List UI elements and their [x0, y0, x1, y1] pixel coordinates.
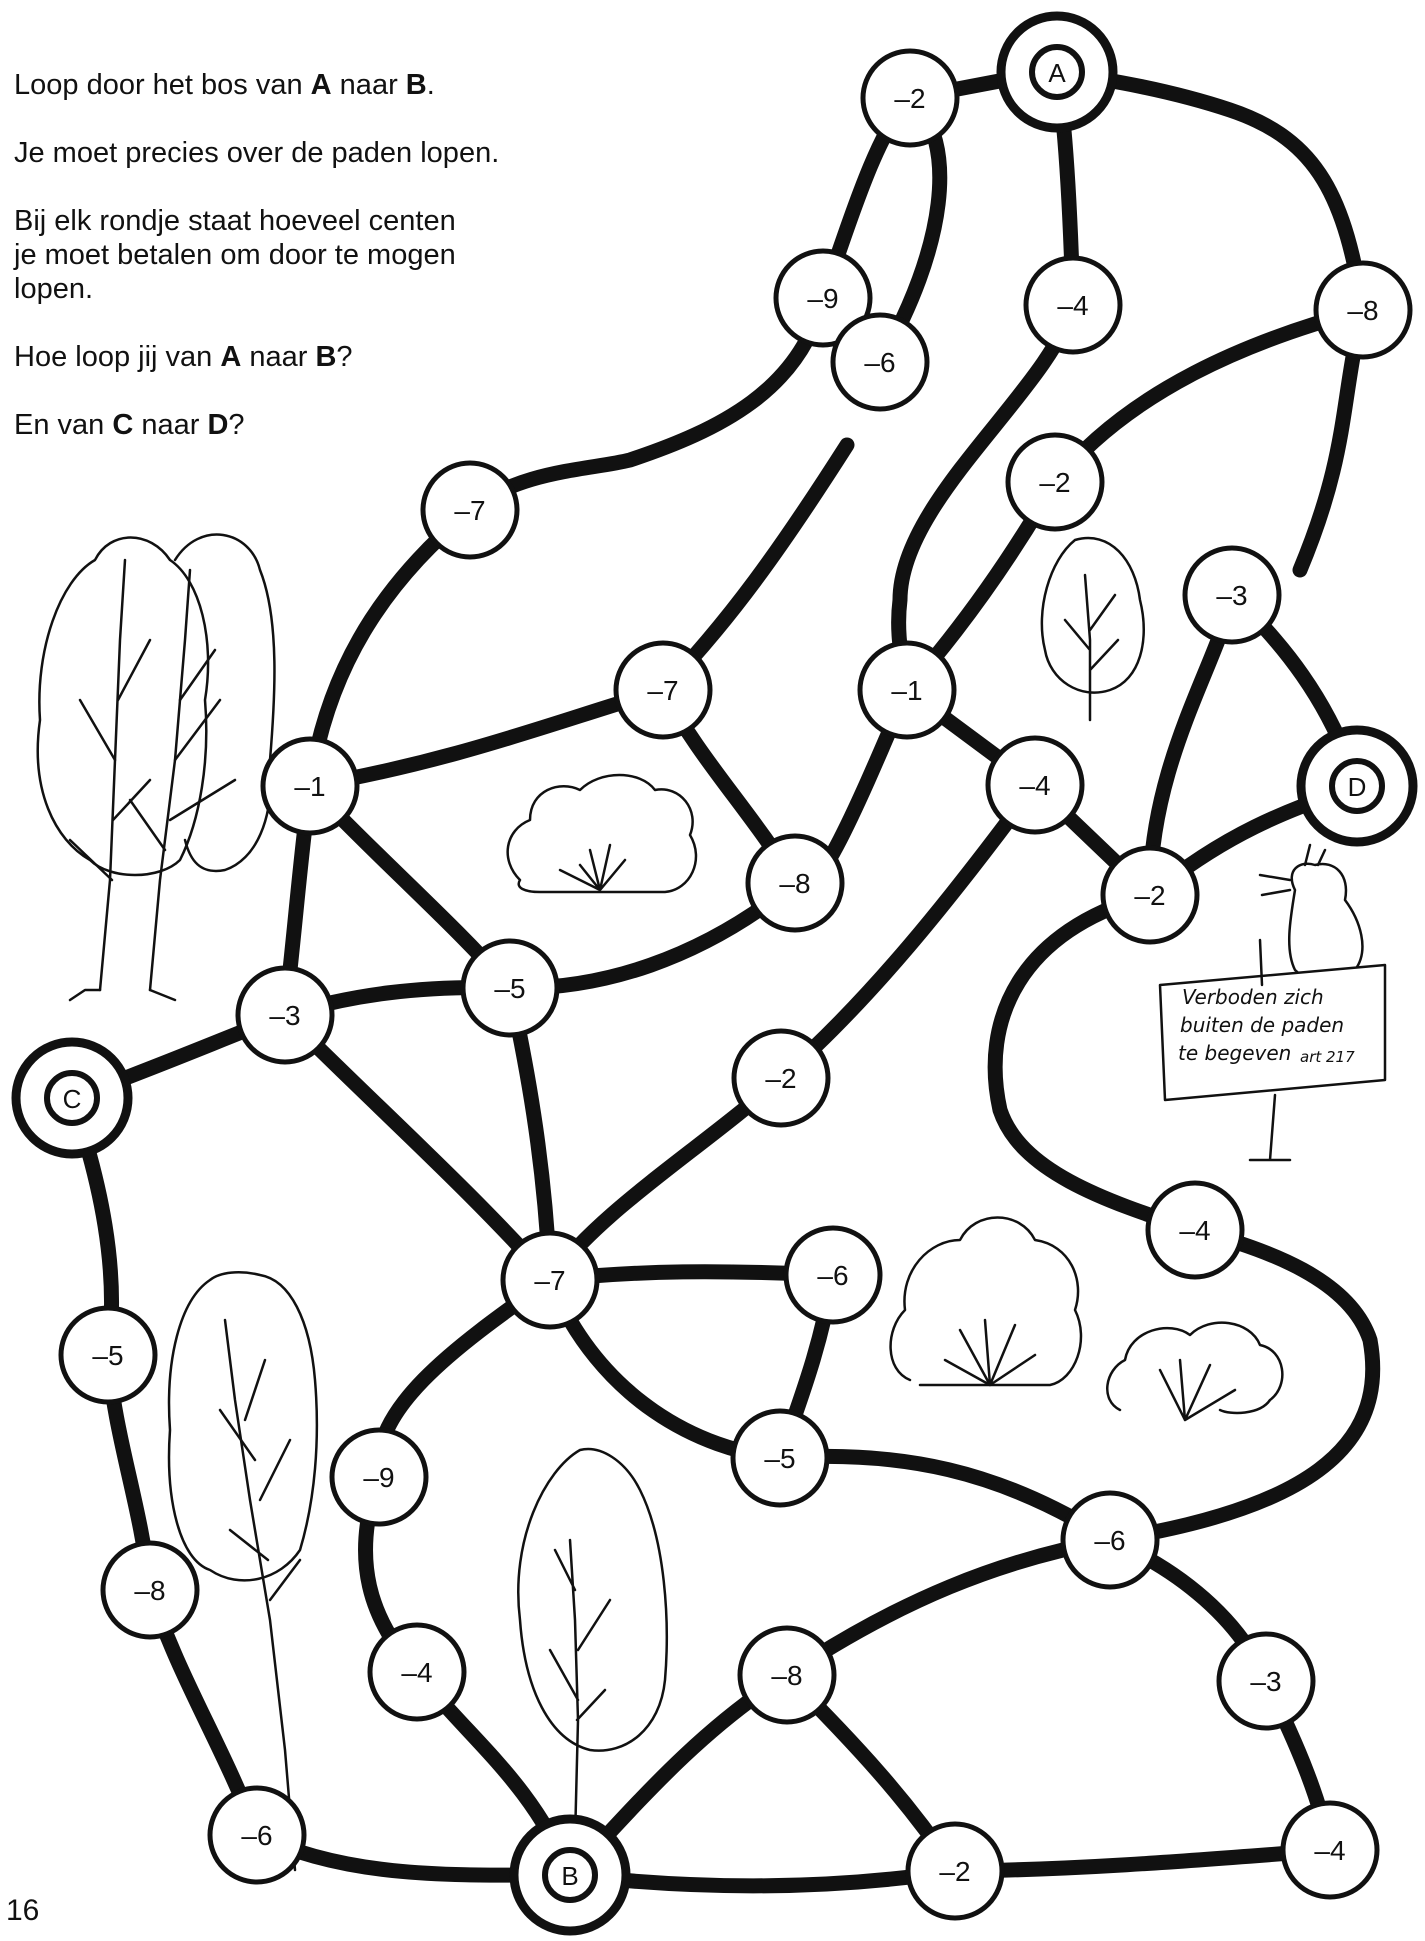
- node-label: A: [1048, 58, 1066, 88]
- path-segment: [285, 1015, 550, 1280]
- cost-node[interactable]: –2: [863, 51, 957, 145]
- instructions: Loop door het bos van A naar B. Je moet …: [14, 68, 574, 476]
- bush-icon: [508, 775, 696, 892]
- instruction-line-1: Loop door het bos van A naar B.: [14, 68, 574, 102]
- warning-sign: Verboden zich buiten de paden te begeven…: [1160, 940, 1385, 1160]
- node-label: –2: [939, 1856, 970, 1887]
- cost-node[interactable]: –3: [1185, 548, 1279, 642]
- cost-node[interactable]: –7: [503, 1233, 597, 1327]
- path-segment: [780, 1456, 1110, 1540]
- sign-line-1: Verboden zich: [1182, 985, 1324, 1009]
- node-label: –2: [1134, 880, 1165, 911]
- node-label: –3: [1250, 1666, 1281, 1697]
- node-label: –1: [891, 675, 922, 706]
- node-label: –9: [807, 283, 838, 314]
- node-label: B: [561, 1861, 578, 1891]
- cost-node[interactable]: –2: [908, 1824, 1002, 1918]
- node-label: –5: [92, 1340, 123, 1371]
- node-label: –4: [1057, 290, 1088, 321]
- cost-node[interactable]: –2: [1103, 848, 1197, 942]
- rabbit-icon: [1260, 845, 1362, 981]
- node-label: –7: [534, 1265, 565, 1296]
- instruction-line-4: Hoe loop jij van A naar B?: [14, 340, 574, 374]
- cost-node[interactable]: –5: [61, 1308, 155, 1402]
- node-label: –8: [1347, 295, 1378, 326]
- cost-node[interactable]: –5: [733, 1411, 827, 1505]
- cost-node[interactable]: –4: [988, 738, 1082, 832]
- sign-line-2: buiten de paden: [1180, 1013, 1344, 1037]
- cost-node[interactable]: –4: [1283, 1803, 1377, 1897]
- cost-node[interactable]: –4: [1148, 1183, 1242, 1277]
- node-label: –8: [779, 868, 810, 899]
- cost-node[interactable]: –6: [210, 1788, 304, 1882]
- endpoint-B[interactable]: B: [514, 1819, 626, 1931]
- instruction-line-5: En van C naar D?: [14, 408, 574, 442]
- node-label: –3: [1216, 580, 1247, 611]
- cost-node[interactable]: –5: [463, 941, 557, 1035]
- cost-node[interactable]: –8: [748, 836, 842, 930]
- instruction-line-2: Je moet precies over de paden lopen.: [14, 136, 574, 170]
- tree-small-icon: [1042, 538, 1144, 720]
- cost-node[interactable]: –6: [833, 315, 927, 409]
- cost-node[interactable]: –8: [1316, 263, 1410, 357]
- path-segment: [955, 1850, 1330, 1871]
- node-label: –6: [1094, 1525, 1125, 1556]
- cost-node[interactable]: –9: [332, 1430, 426, 1524]
- path-segment: [1110, 1230, 1373, 1540]
- instruction-line-3: Bij elk rondje staat hoeveel centen je m…: [14, 204, 574, 306]
- cost-node[interactable]: –1: [860, 643, 954, 737]
- node-label: –8: [771, 1660, 802, 1691]
- path-segment: [787, 1540, 1110, 1675]
- node-label: –1: [294, 771, 325, 802]
- cost-node[interactable]: –2: [734, 1031, 828, 1125]
- cost-node[interactable]: –1: [263, 739, 357, 833]
- cost-node[interactable]: –3: [1219, 1634, 1313, 1728]
- node-label: –6: [241, 1820, 272, 1851]
- cost-node[interactable]: –3: [238, 968, 332, 1062]
- page-number: 16: [6, 1894, 39, 1928]
- node-label: –6: [817, 1260, 848, 1291]
- sign-reference: art 217: [1300, 1048, 1355, 1066]
- node-label: –5: [494, 973, 525, 1004]
- node-label: –6: [864, 347, 895, 378]
- cost-node[interactable]: –4: [1026, 258, 1120, 352]
- node-label: –7: [647, 675, 678, 706]
- node-label: –4: [401, 1657, 432, 1688]
- node-label: –3: [269, 1000, 300, 1031]
- cost-node[interactable]: –4: [370, 1625, 464, 1719]
- node-label: –2: [1039, 467, 1070, 498]
- node-label: –4: [1019, 770, 1050, 801]
- cost-node[interactable]: –7: [423, 463, 517, 557]
- endpoint-C[interactable]: C: [16, 1042, 128, 1154]
- node-label: –9: [363, 1462, 394, 1493]
- node-label: –5: [764, 1443, 795, 1474]
- node-label: –4: [1179, 1215, 1210, 1246]
- cost-node[interactable]: –6: [786, 1228, 880, 1322]
- cost-node[interactable]: –6: [1063, 1493, 1157, 1587]
- node-label: –4: [1314, 1835, 1345, 1866]
- endpoint-D[interactable]: D: [1301, 730, 1413, 842]
- cost-node[interactable]: –7: [616, 643, 710, 737]
- node-label: –2: [894, 83, 925, 114]
- cost-node[interactable]: –8: [103, 1543, 197, 1637]
- cost-node[interactable]: –8: [740, 1628, 834, 1722]
- tree-middle-icon: [518, 1449, 666, 1840]
- node-label: D: [1348, 772, 1367, 802]
- node-label: C: [63, 1084, 82, 1114]
- tree-large-left-icon: [38, 535, 275, 1000]
- node-label: –2: [765, 1063, 796, 1094]
- node-label: –8: [134, 1575, 165, 1606]
- node-label: –7: [454, 495, 485, 526]
- path-segment: [310, 690, 663, 786]
- endpoint-A[interactable]: A: [1001, 16, 1113, 128]
- sign-line-3: te begeven: [1178, 1041, 1291, 1065]
- cost-node[interactable]: –2: [1008, 435, 1102, 529]
